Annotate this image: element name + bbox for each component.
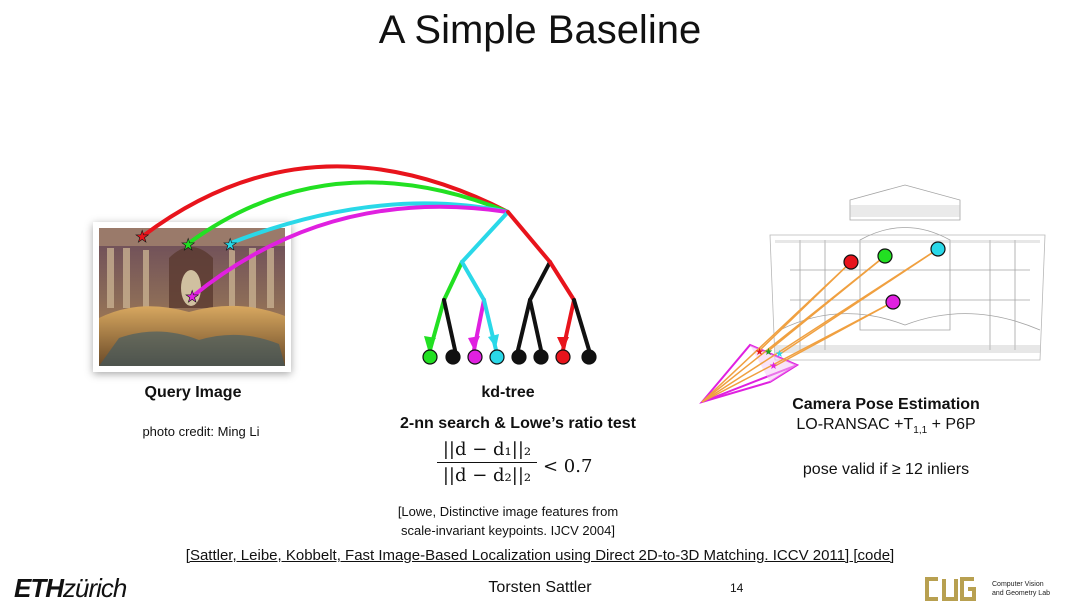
svg-text:★: ★	[769, 361, 778, 372]
query-image	[99, 228, 285, 366]
kd-tree-edges	[428, 210, 591, 352]
camera-frustum: ★ ★ ★ ★	[699, 248, 939, 404]
pose-method-suffix: + P6P	[927, 416, 976, 433]
query-image-caption: Query Image	[144, 384, 242, 401]
3d-points	[843, 241, 946, 310]
paper-reference-link[interactable]: [Sattler, Leibe, Kobbelt, Fast Image-Bas…	[185, 547, 895, 564]
ratio-formula: ||d − d₁||₂ ||d − d₂||₂	[437, 439, 537, 486]
svg-text:★: ★	[755, 347, 764, 358]
formula-fraction-line	[437, 462, 537, 463]
kd-tree-leaves	[422, 349, 597, 365]
author-name: Torsten Sattler	[488, 579, 592, 596]
cvg-logo-mark	[925, 577, 976, 601]
svg-text:★: ★	[181, 235, 195, 254]
lowe-citation: [Lowe, Distinctive image features from s…	[358, 502, 658, 540]
formula-numerator: ||d − d₁||₂	[442, 439, 532, 460]
pose-estimation-caption: Camera Pose Estimation	[792, 396, 980, 413]
formula-comparison: < 0.7	[543, 456, 593, 477]
kd-tree-caption: kd-tree	[481, 384, 535, 401]
ratio-test-caption: 2-nn search & Lowe’s ratio test	[400, 415, 636, 432]
svg-text:★: ★	[135, 227, 149, 246]
svg-text:★: ★	[185, 287, 199, 306]
pose-method-subscript: 1,1	[913, 425, 928, 437]
eth-logo-bold: ETH	[14, 573, 64, 603]
query-features: ★ ★ ★ ★	[135, 227, 238, 307]
svg-text:★: ★	[775, 349, 784, 360]
page-number: 14	[730, 581, 744, 595]
cvg-lab-name: Computer Vision and Geometry Lab	[992, 580, 1050, 598]
kd-tree-arrowheads	[424, 334, 569, 350]
cvg-lab-line1: Computer Vision	[992, 581, 1044, 588]
cvg-lab-line2: and Geometry Lab	[992, 590, 1050, 597]
point-cloud-texture	[775, 205, 1040, 353]
slide-title: A Simple Baseline	[378, 8, 702, 52]
point-cloud-model	[769, 184, 1046, 361]
svg-text:★: ★	[764, 347, 773, 358]
formula-denominator: ||d − d₂||₂	[442, 465, 532, 486]
pose-criterion: pose valid if ≥ 12 inliers	[802, 461, 970, 478]
eth-logo: ETHzürich	[14, 573, 127, 604]
match-arcs	[141, 164, 509, 298]
cvg-logo	[924, 576, 986, 607]
query-image-frame	[93, 222, 291, 372]
eth-logo-zurich: zürich	[63, 573, 127, 603]
pose-method-main: LO-RANSAC +T	[796, 416, 914, 433]
svg-text:★: ★	[223, 235, 237, 254]
pose-method: LO-RANSAC +T1,1 + P6P	[766, 416, 1006, 436]
lowe-citation-line1: [Lowe, Distinctive image features from	[397, 504, 619, 519]
lowe-citation-line2: scale-invariant keypoints. IJCV 2004]	[401, 523, 615, 538]
photo-credit: photo credit: Ming Li	[142, 424, 260, 439]
